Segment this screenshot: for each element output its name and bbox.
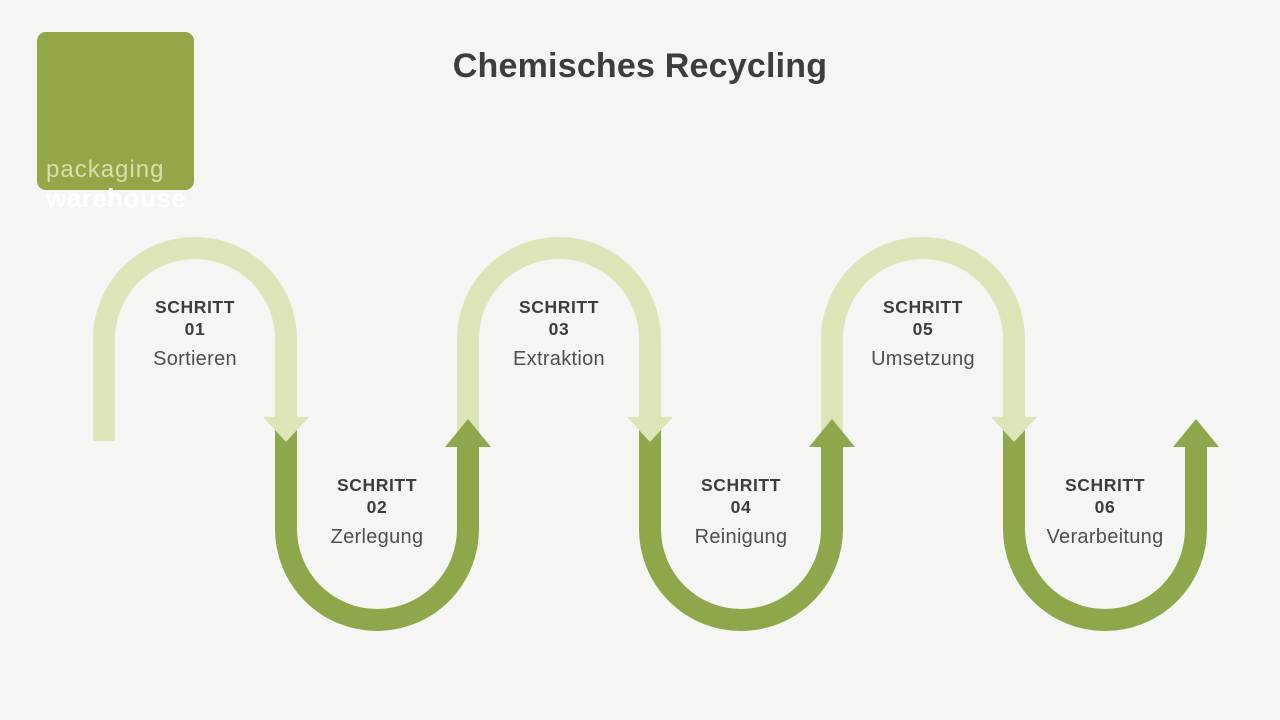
step-05: SCHRITT 05 Umsetzung: [813, 296, 1033, 371]
flow-arch-step-03: [457, 237, 661, 432]
step-kicker: SCHRITT: [1064, 475, 1146, 495]
brand-logo-line2: warehouse: [46, 183, 187, 213]
step-label: Umsetzung: [871, 348, 975, 370]
arrow-down-icon: [991, 417, 1037, 442]
step-number: 01: [184, 319, 206, 339]
arrow-up-icon: [445, 419, 491, 447]
step-number: 05: [912, 319, 934, 339]
step-kicker: SCHRITT: [882, 297, 964, 317]
step-number: 03: [548, 319, 570, 339]
flow-arch-step-05: [821, 237, 1025, 432]
step-03: SCHRITT 03 Extraktion: [449, 296, 669, 371]
step-06: SCHRITT 06 Verarbeitung: [995, 474, 1215, 549]
flow-uturn-step-04: [639, 429, 843, 631]
page-title: Chemisches Recycling: [452, 47, 828, 85]
arrow-down-icon: [263, 417, 309, 442]
flow-uturn-step-02: [275, 429, 479, 631]
step-kicker: SCHRITT: [518, 297, 600, 317]
brand-logo: packaging warehouse: [37, 32, 194, 213]
step-04: SCHRITT 04 Reinigung: [631, 474, 851, 549]
step-label: Extraktion: [513, 348, 605, 370]
step-number: 04: [730, 497, 752, 517]
step-kicker: SCHRITT: [336, 475, 418, 495]
step-kicker: SCHRITT: [154, 297, 236, 317]
step-02: SCHRITT 02 Zerlegung: [267, 474, 487, 549]
arrow-up-icon: [1173, 419, 1219, 447]
arrow-down-icon: [627, 417, 673, 442]
step-01: SCHRITT 01 Sortieren: [85, 296, 305, 371]
brand-logo-line1: packaging: [46, 156, 165, 183]
step-kicker: SCHRITT: [700, 475, 782, 495]
arrow-up-icon: [809, 419, 855, 447]
step-label: Verarbeitung: [1046, 526, 1164, 548]
step-number: 02: [366, 497, 388, 517]
step-label: Zerlegung: [330, 526, 424, 548]
flow-arch-step-01: [93, 237, 297, 441]
flow-uturn-step-06: [1003, 429, 1207, 631]
step-label: Reinigung: [694, 526, 788, 548]
step-number: 06: [1094, 497, 1116, 517]
step-label: Sortieren: [153, 348, 237, 370]
